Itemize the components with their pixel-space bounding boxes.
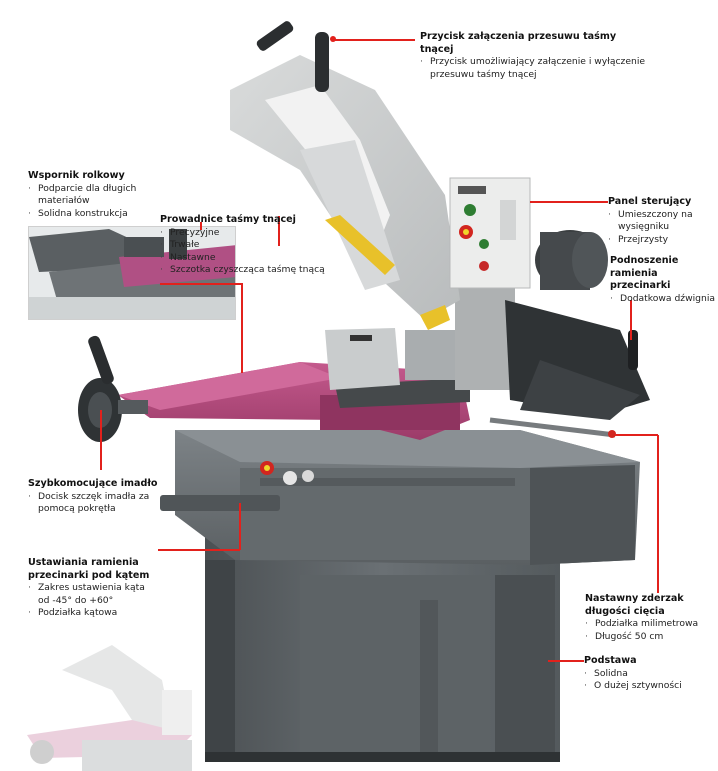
callout-item: Podziałka kątowa bbox=[28, 607, 158, 620]
callout-item: Podziałka milimetrowa bbox=[585, 618, 715, 631]
callout-item: Umieszczony na wysięgniku bbox=[608, 209, 716, 234]
leader-angle-setting-v bbox=[239, 503, 241, 550]
callout-band-start-switch: Przycisk załączenia przesuwu taśmy tnące… bbox=[420, 31, 650, 81]
callout-length-stop: Nastawny zderzak długości cięcia Podział… bbox=[585, 593, 715, 643]
callout-band-guides: Prowadnice taśmy tnącej Precyzyjne Trwał… bbox=[160, 214, 335, 277]
callout-title: Podstawa bbox=[584, 655, 637, 666]
leader-angle-setting-h bbox=[158, 549, 240, 551]
callout-roller-support: Wspornik rolkowy Podparcie dla długich m… bbox=[28, 170, 188, 220]
callout-title: Szybkomocujące imadło bbox=[28, 478, 158, 489]
callout-title: Wspornik rolkowy bbox=[28, 170, 125, 181]
callout-control-panel: Panel sterujący Umieszczony na wysięgnik… bbox=[608, 196, 716, 246]
callout-title: Podnoszenie ramienia przecinarki bbox=[610, 255, 679, 292]
quick-clamp-handwheel bbox=[78, 335, 148, 442]
callout-title: Prowadnice taśmy tnącej bbox=[160, 214, 296, 225]
leader-base bbox=[548, 660, 584, 662]
callout-item: O dużej sztywności bbox=[584, 680, 714, 693]
callout-item: Długość 50 cm bbox=[585, 631, 715, 644]
callout-item: Przejrzysty bbox=[608, 234, 716, 247]
leader-band-guides-v bbox=[241, 283, 243, 373]
leader-length-stop-h bbox=[615, 434, 658, 436]
callout-item: Szczotka czyszcząca taśmę tnącą bbox=[160, 264, 335, 277]
callout-title: Nastawny zderzak długości cięcia bbox=[585, 593, 684, 617]
faded-machine-thumbnail bbox=[27, 645, 192, 771]
vise-jaws bbox=[325, 328, 460, 390]
callout-item: Przycisk umożliwiający załączenie i wyłą… bbox=[420, 56, 650, 81]
leader-band-start-dot bbox=[330, 36, 336, 42]
leader-band-start bbox=[334, 39, 415, 41]
callout-base: Podstawa Solidna O dużej sztywności bbox=[584, 655, 714, 693]
leader-band-guides-h bbox=[160, 283, 242, 285]
callout-item: Precyzyjne bbox=[160, 227, 335, 240]
length-stop-rod bbox=[489, 417, 616, 438]
callout-item: Podparcie dla długich materiałów bbox=[28, 183, 188, 208]
callout-arm-lift: Podnoszenie ramienia przecinarki Dodatko… bbox=[610, 255, 716, 305]
callout-item: Solidna konstrukcja bbox=[28, 208, 188, 221]
callout-item: Solidna bbox=[584, 668, 714, 681]
callout-item: Trwałe bbox=[160, 239, 335, 252]
callout-item: Docisk szczęk imadła za pomocą pokrętła bbox=[28, 491, 173, 516]
callout-quick-clamp: Szybkomocujące imadło Docisk szczęk imad… bbox=[28, 478, 173, 516]
machine-cabinet bbox=[160, 430, 640, 565]
callout-item: Dodatkowa dźwignia bbox=[610, 293, 716, 306]
callout-item: Nastawne bbox=[160, 252, 335, 265]
callout-title: Ustawiania ramienia przecinarki pod kąte… bbox=[28, 557, 150, 581]
leader-control-panel bbox=[530, 201, 608, 203]
callout-title: Panel sterujący bbox=[608, 196, 692, 207]
callout-angle-setting: Ustawiania ramienia przecinarki pod kąte… bbox=[28, 557, 158, 620]
callout-title: Przycisk załączenia przesuwu taśmy tnące… bbox=[420, 31, 617, 55]
callout-item: Zakres ustawienia kąta od -45° do +60° bbox=[28, 582, 158, 607]
leader-arm-lift bbox=[630, 300, 632, 340]
leader-quick-clamp bbox=[100, 410, 102, 470]
leader-length-stop bbox=[657, 435, 659, 593]
machine-base bbox=[205, 520, 560, 762]
motor bbox=[505, 230, 650, 420]
control-panel-box bbox=[449, 177, 531, 289]
